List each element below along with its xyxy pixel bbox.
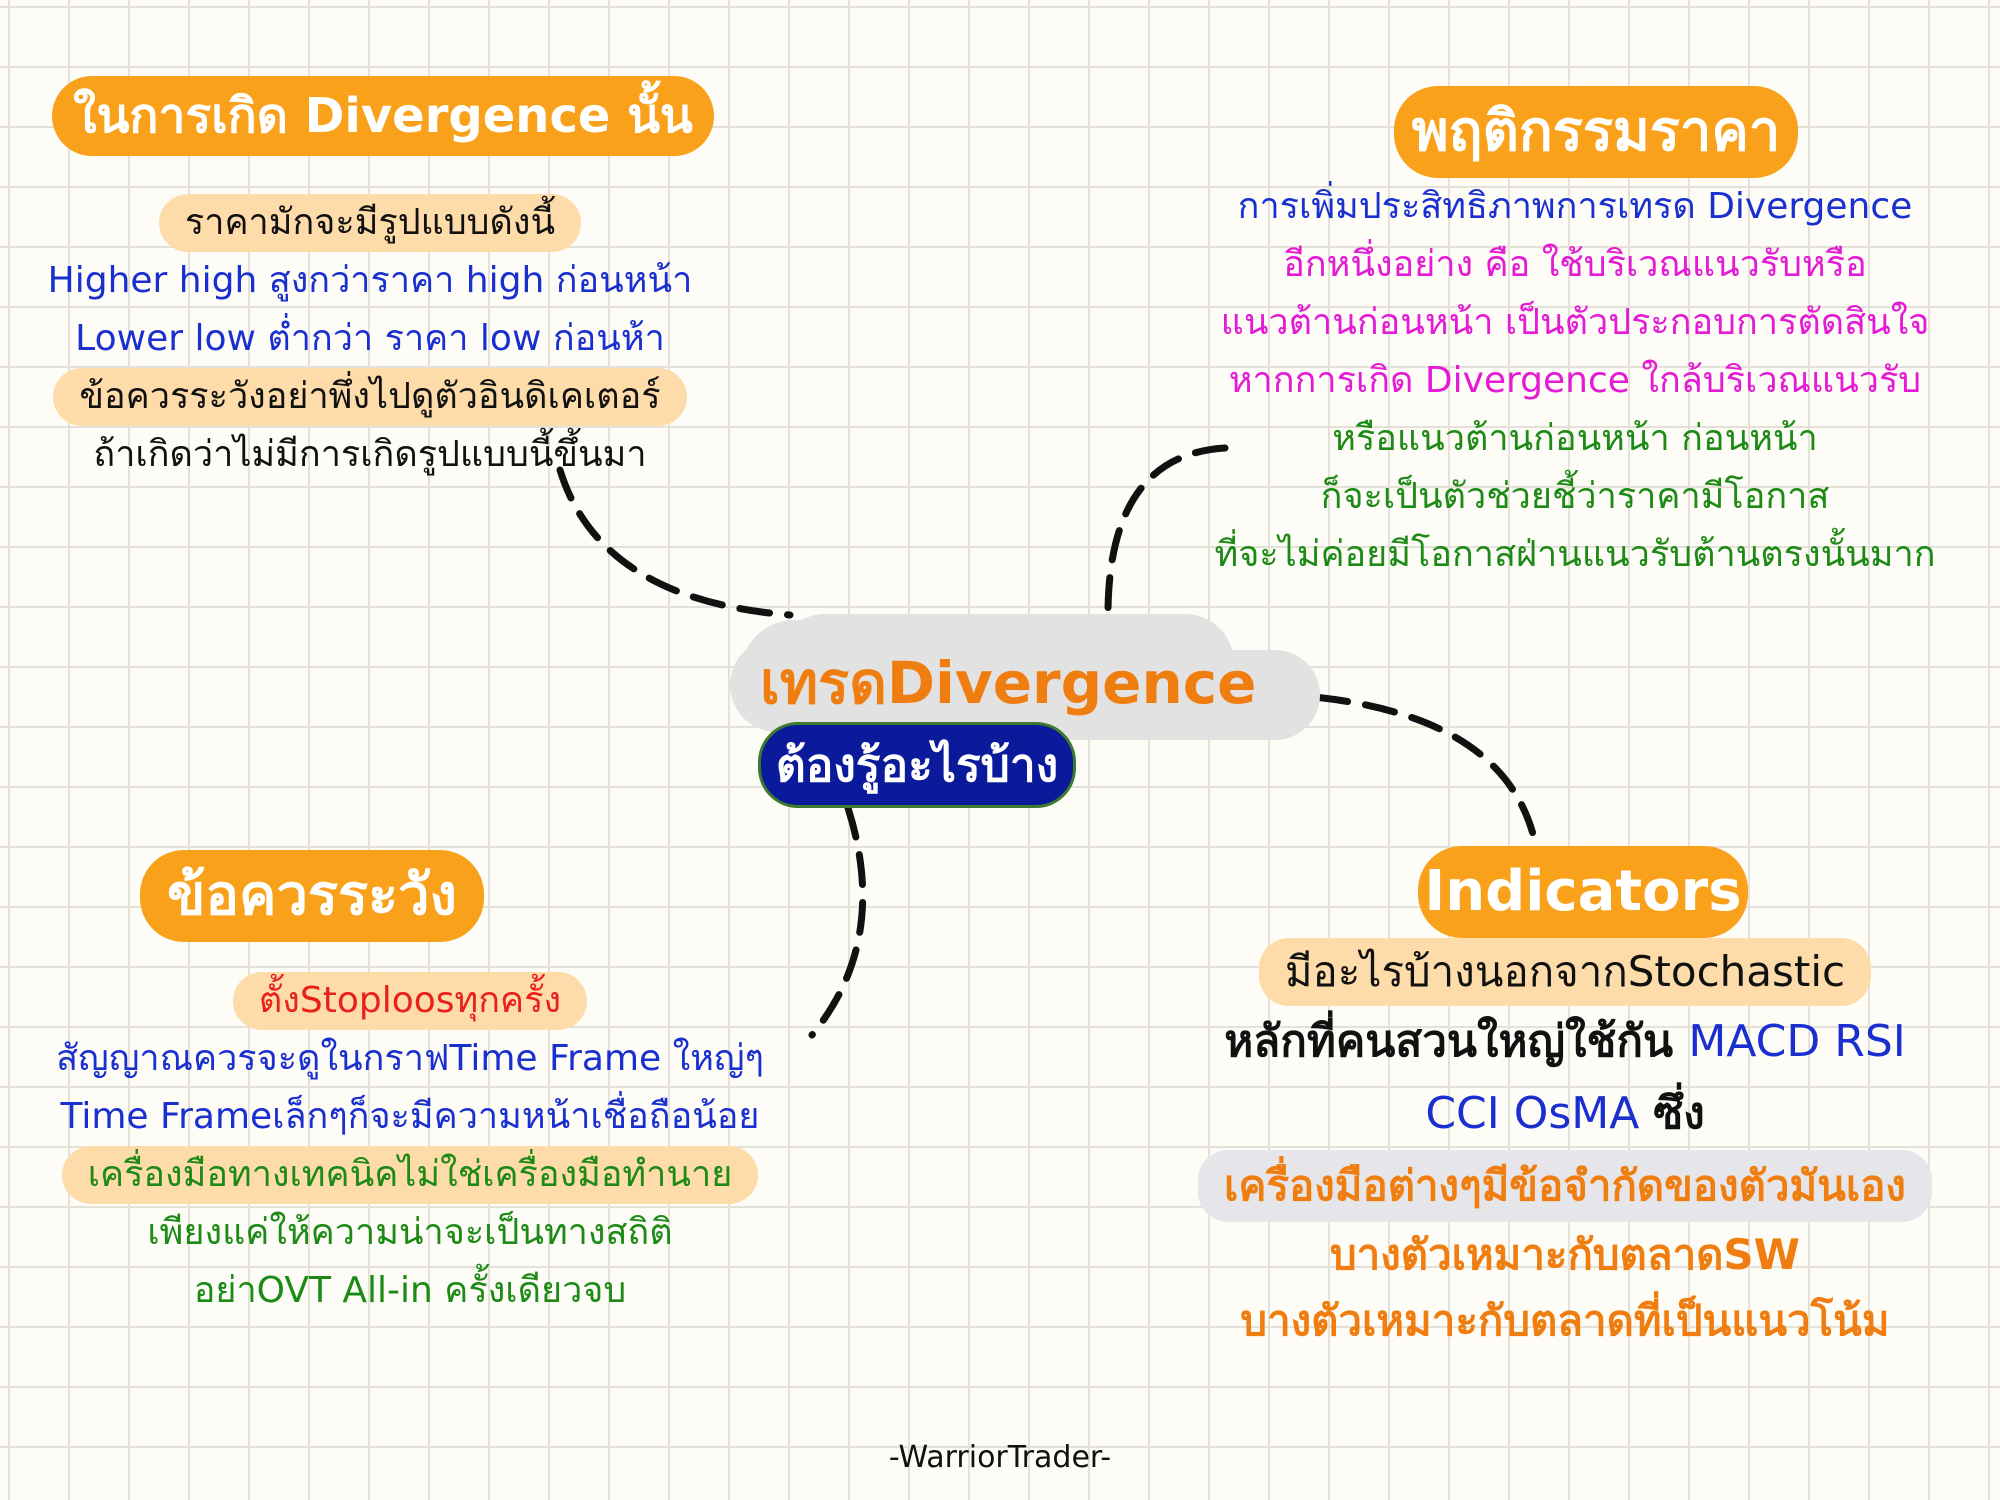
bottom-right-line-2-a: หลักที่คนสวนใหญ่ใช้กัน [1224, 1016, 1689, 1067]
bottom-right-line-5: บางตัวเหมาะกับตลาดSW [1329, 1230, 1801, 1279]
top-left-line-1: ราคามักจะมีรูปแบบดังนี้ [158, 194, 582, 252]
top-right-line-4: หากการเกิด Divergence ใกล้บริเวณแนวรับ [1228, 360, 1922, 401]
bottom-left-line-1: ตั้งStoploosทุกครั้ง [232, 972, 588, 1030]
bottom-left-line-6: อย่าOVT All-in ครั้งเดียวจบ [193, 1270, 627, 1311]
bottom-right-line-3-b: ซึ่ง [1653, 1088, 1705, 1139]
connector-bottom-left [808, 804, 867, 1039]
bottom-right-line-3: CCI OsMA ซึ่ง [1160, 1078, 1970, 1150]
connector-bottom-right [1218, 689, 1539, 846]
center-subtitle: ต้องรู้อะไรบ้าง [758, 722, 1076, 808]
bottom-right-line-1: มีอะไรบ้างนอกจากStochastic [1258, 938, 1872, 1006]
connector-top-right [1104, 444, 1229, 614]
bottom-left-line-2: สัญญาณควรจะดูในกราฟTime Frame ใหญ่ๆ [56, 1038, 764, 1079]
heading-top-right: พฤติกรรมราคา [1394, 86, 1798, 178]
bottom-right-line-2-b: MACD RSI [1688, 1016, 1906, 1067]
bottom-left-line-5: เพียงแค่ให้ความน่าจะเป็นทางสถิติ [147, 1212, 673, 1253]
bottom-left-line-4: เครื่องมือทางเทคนิคไม่ใช่เครื่องมือทำนาย [61, 1146, 759, 1204]
bottom-right-line-2: หลักที่คนสวนใหญ่ใช้กัน MACD RSI [1160, 1006, 1970, 1078]
top-right-line-3: แนวต้านก่อนหน้า เป็นตัวประกอบการตัดสินใจ [1220, 302, 1930, 343]
top-left-line-3: Lower low ต่ำกว่า ราคา low ก่อนห้า [75, 318, 665, 359]
top-left-line-2: Higher high สูงกว่าราคา high ก่อนหน้า [47, 260, 693, 301]
bottom-right-line-3-a: CCI OsMA [1425, 1088, 1654, 1139]
top-right-line-6: ก็จะเป็นตัวช่วยชี้ว่าราคามีโอกาส [1320, 476, 1830, 517]
heading-top-left: ในการเกิด Divergence นั้น [52, 76, 714, 156]
heading-bottom-right: Indicators [1418, 846, 1748, 938]
bottom-right-text: มีอะไรบ้างนอกจากStochastic หลักที่คนสวนใ… [1160, 938, 1970, 1354]
center-title: เทรดDivergence [760, 649, 1257, 717]
top-left-text: ราคามักจะมีรูปแบบดังนี้ Higher high สูงก… [40, 194, 700, 484]
top-right-line-2: อีกหนึ่งอย่าง คือ ใช้บริเวณแนวรับหรือ [1283, 244, 1867, 285]
top-left-line-4: ข้อควรระวังอย่าพึ่งไปดูตัวอินดิเคเตอร์ [53, 368, 687, 426]
bottom-right-line-4: เครื่องมือต่างๆมีข้อจำกัดของตัวมันเอง [1198, 1150, 1932, 1222]
bottom-right-line-6: บางตัวเหมาะกับตลาดที่เป็นแนวโน้ม [1240, 1296, 1890, 1345]
bottom-left-text: ตั้งStoploosทุกครั้ง สัญญาณควรจะดูในกราฟ… [20, 972, 800, 1320]
footer-credit: -WarriorTrader- [888, 1440, 1112, 1475]
bottom-left-line-3: Time Frameเล็กๆก็จะมีความหน้าเชื่อถือน้อ… [60, 1096, 760, 1137]
top-right-text: การเพิ่มประสิทธิภาพการเทรด Divergence อี… [1180, 178, 1970, 584]
top-left-line-5: ถ้าเกิดว่าไม่มีการเกิดรูปแบบนี้ขึ้นมา [93, 434, 647, 475]
heading-bottom-left: ข้อควรระวัง [140, 850, 484, 942]
top-right-line-7: ที่จะไม่ค่อยมีโอกาสฝ่านแนวรับต้านตรงนั้น… [1214, 534, 1936, 575]
top-right-line-5: หรือแนวต้านก่อนหน้า ก่อนหน้า [1332, 418, 1818, 459]
center-cloud [740, 620, 1210, 730]
top-right-line-1: การเพิ่มประสิทธิภาพการเทรด Divergence [1237, 186, 1913, 227]
connector-top-left [556, 466, 794, 619]
